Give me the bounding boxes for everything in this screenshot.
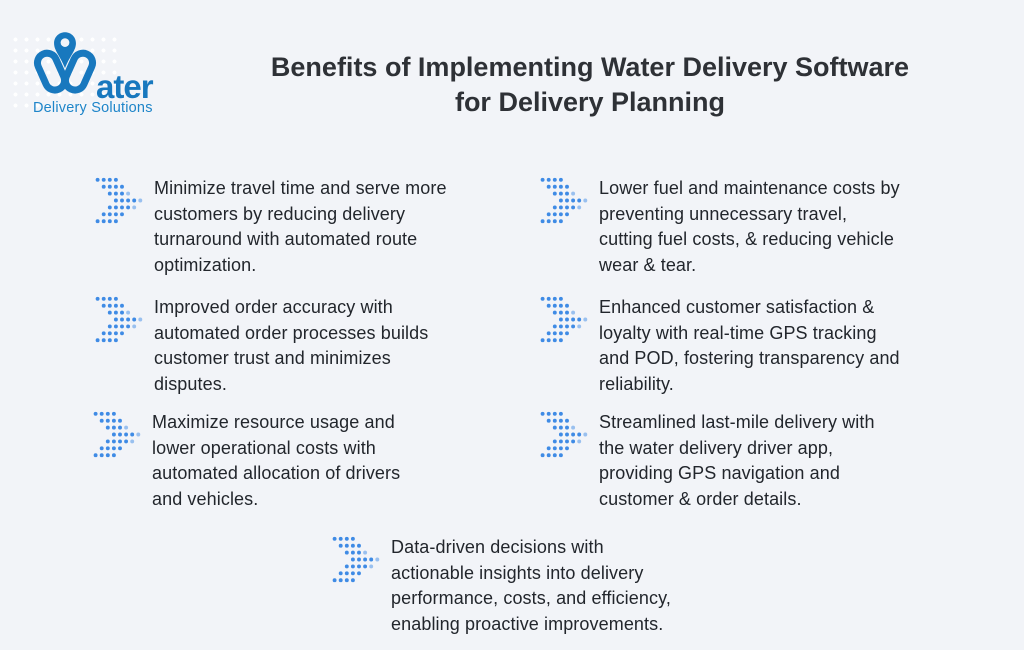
dotted-arrow-icon <box>540 177 588 224</box>
brand-tagline: Delivery Solutions <box>33 100 153 116</box>
benefit-item: Minimize travel time and serve more cust… <box>95 176 447 278</box>
dotted-arrow-icon <box>540 296 588 343</box>
page-title-line1: Benefits of Implementing Water Delivery … <box>270 52 910 82</box>
benefit-item: Lower fuel and maintenance costs by prev… <box>540 176 900 278</box>
brand-wordmark: ater <box>96 68 154 105</box>
brand-logo: ater Delivery Solutions <box>30 30 195 120</box>
benefit-item: Improved order accuracy with automated o… <box>95 295 428 397</box>
page-title-line2: for Delivery Planning <box>454 87 726 117</box>
benefit-text: Data-driven decisions with actionable in… <box>391 537 671 634</box>
benefit-item: Streamlined last-mile delivery with the … <box>540 410 875 512</box>
dotted-arrow-icon <box>540 411 588 458</box>
benefit-text: Maximize resource usage and lower operat… <box>152 412 401 509</box>
benefit-text: Streamlined last-mile delivery with the … <box>599 412 875 509</box>
benefit-text: Improved order accuracy with automated o… <box>154 297 429 394</box>
dotted-arrow-icon <box>95 177 143 224</box>
benefit-item: Maximize resource usage and lower operat… <box>93 410 400 512</box>
page-title: Benefits of Implementing Water Delivery … <box>180 50 1000 120</box>
dotted-arrow-icon <box>332 536 380 583</box>
dotted-arrow-icon <box>95 296 143 343</box>
benefit-item: Enhanced customer satisfaction & loyalty… <box>540 295 900 397</box>
benefit-text: Minimize travel time and serve more cust… <box>154 178 447 275</box>
benefit-text: Enhanced customer satisfaction & loyalty… <box>599 297 900 394</box>
benefit-item: Data-driven decisions with actionable in… <box>332 535 671 637</box>
benefit-text: Lower fuel and maintenance costs by prev… <box>599 178 900 275</box>
dotted-arrow-icon <box>93 411 141 458</box>
map-pin-w-icon <box>33 32 97 94</box>
